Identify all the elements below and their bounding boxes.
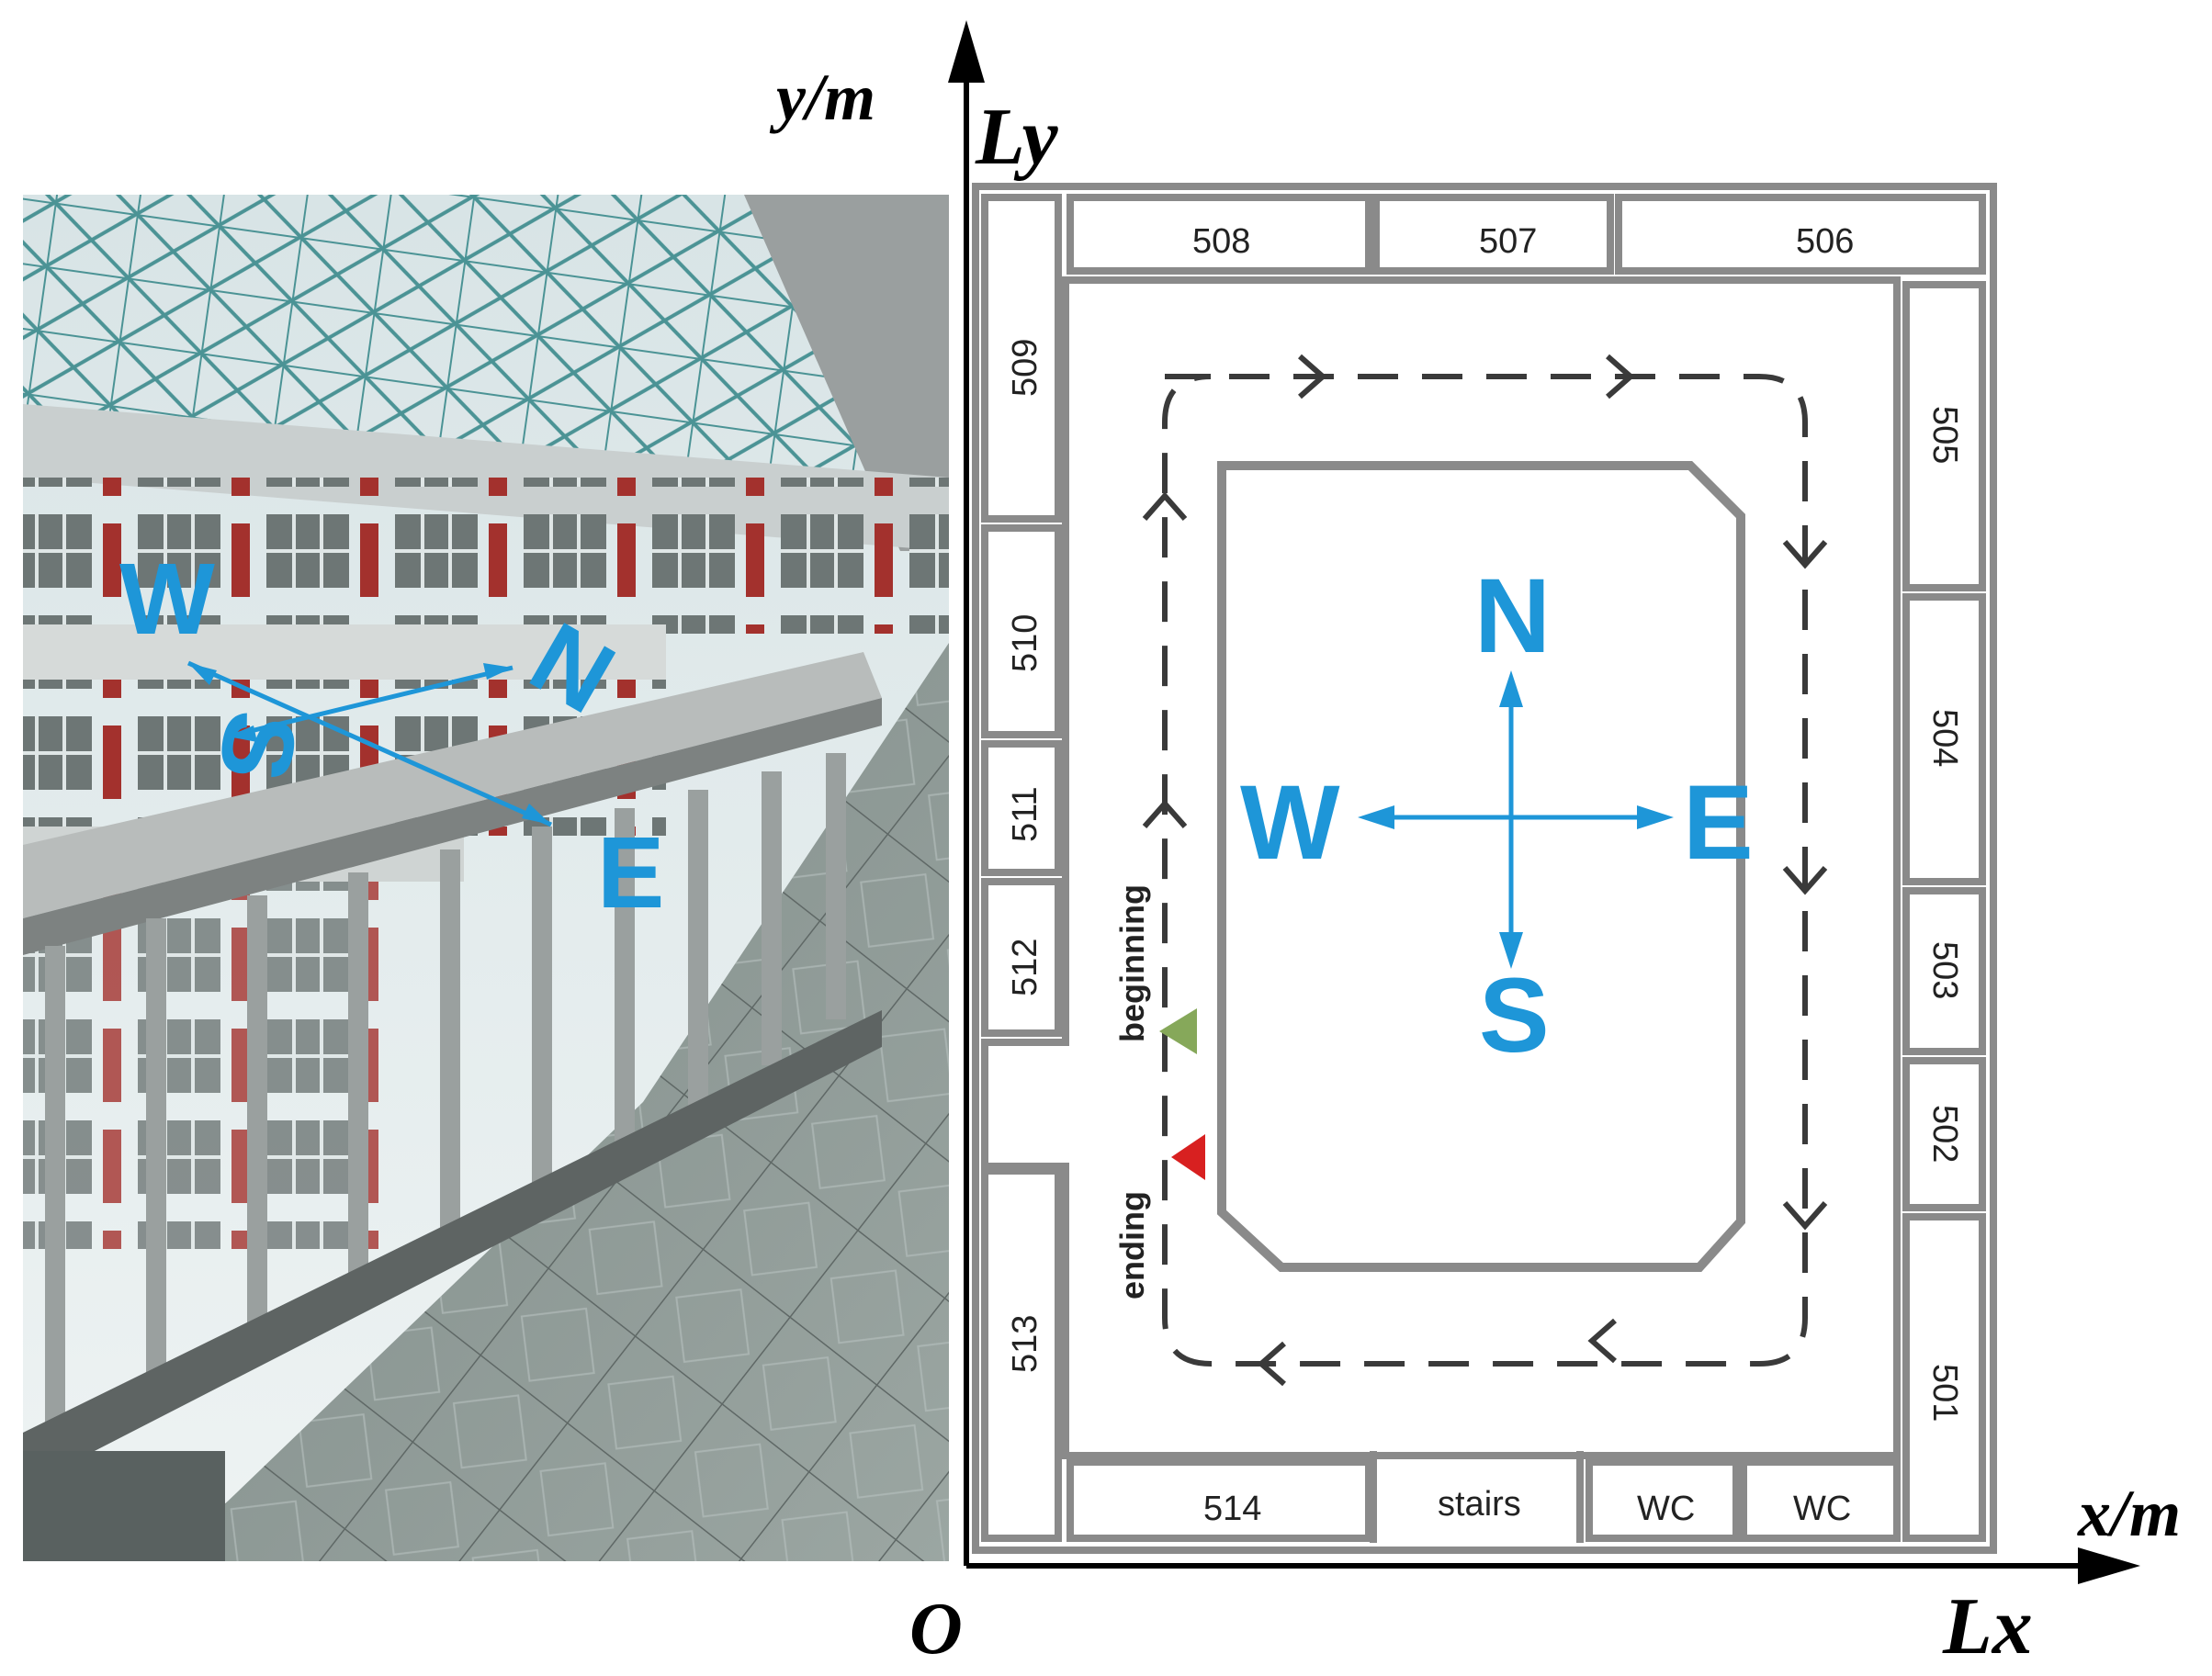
label-503: 503	[1925, 941, 1964, 999]
label-512: 512	[1006, 939, 1044, 996]
route-arrow-right-1	[1782, 540, 1828, 569]
origin-label: O	[909, 1589, 963, 1670]
route-arrow-bottom-2	[1257, 1341, 1286, 1387]
room-504	[1902, 593, 1986, 885]
label-507: 507	[1479, 222, 1537, 261]
route-arrow-left-2	[1142, 799, 1188, 828]
room-wc-1	[1586, 1458, 1740, 1542]
route-arrow-right-2	[1782, 866, 1828, 895]
y-axis-name: Ly	[975, 93, 1058, 182]
room-501	[1902, 1213, 1986, 1542]
label-508: 508	[1192, 222, 1250, 261]
label-506: 506	[1796, 222, 1854, 261]
room-513	[981, 1167, 1062, 1542]
photo-compass-east: E	[597, 816, 664, 929]
label-511: 511	[1006, 786, 1044, 842]
route-arrow-top-1	[1298, 354, 1327, 399]
x-axis-name: Lx	[1942, 1582, 2033, 1671]
axes: y/m Ly x/m Lx O	[769, 20, 2181, 1671]
plan-compass-north: N	[1474, 557, 1551, 675]
route-loop	[1162, 374, 1808, 1367]
label-510: 510	[1006, 614, 1044, 672]
room-514	[1066, 1458, 1372, 1542]
room-509	[981, 194, 1062, 523]
beginning-label: beginning	[1113, 884, 1151, 1042]
plan-compass-east: E	[1683, 764, 1754, 882]
floorplan	[972, 183, 1997, 1554]
label-505: 505	[1925, 406, 1964, 464]
room-502	[1902, 1057, 1986, 1211]
photo-compass-west: W	[119, 543, 215, 656]
room-507	[1372, 194, 1614, 275]
room-512	[981, 878, 1062, 1037]
walking-route	[1142, 354, 1828, 1387]
route-arrow-top-2	[1606, 354, 1635, 399]
plan-compass-west: W	[1240, 764, 1340, 882]
plan-compass-letters: N S W E	[1240, 557, 1754, 1074]
ending-marker	[1171, 1134, 1205, 1180]
label-wc-1: WC	[1637, 1490, 1695, 1528]
courtyard	[1217, 461, 1745, 1272]
room-503	[1902, 887, 1986, 1055]
label-501: 501	[1925, 1364, 1964, 1422]
route-arrow-left-1	[1142, 491, 1188, 521]
atrium-photo	[23, 195, 949, 1561]
label-514: 514	[1203, 1490, 1261, 1528]
label-wc-2: WC	[1793, 1490, 1851, 1528]
room-506	[1615, 194, 1986, 275]
plan-compass-south: S	[1479, 957, 1550, 1074]
route-arrow-right-3	[1782, 1201, 1828, 1231]
label-stairs: stairs	[1438, 1485, 1521, 1524]
label-513: 513	[1006, 1315, 1044, 1373]
plan-compass	[1358, 670, 1674, 969]
ending-label: ending	[1113, 1191, 1151, 1299]
label-509: 509	[1006, 339, 1044, 397]
label-502: 502	[1925, 1105, 1964, 1163]
beginning-marker	[1159, 1008, 1197, 1054]
route-markers: beginning ending	[1113, 884, 1205, 1299]
label-504: 504	[1925, 709, 1964, 767]
room-510	[981, 524, 1062, 738]
room-wc-2	[1740, 1458, 1901, 1542]
y-axis-unit: y/m	[769, 61, 875, 134]
x-axis-unit: x/m	[2077, 1477, 2181, 1550]
room-505	[1902, 281, 1986, 591]
route-arrow-bottom-1	[1587, 1318, 1617, 1364]
room-508	[1066, 194, 1372, 275]
room-labels: 508 507 506 505 504 503 502 501 509 510 …	[1006, 222, 1964, 1528]
room-511	[981, 740, 1062, 876]
